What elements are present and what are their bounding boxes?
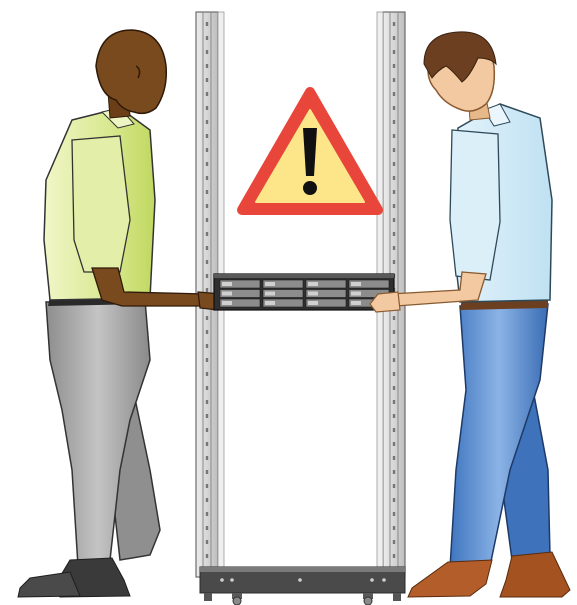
rack-hole	[393, 484, 395, 488]
rack-hole	[393, 134, 395, 138]
rack-hole	[206, 316, 208, 320]
rack-hole	[206, 246, 208, 250]
rack-hole	[393, 498, 395, 502]
rack-hole	[206, 470, 208, 474]
rack-hole	[393, 176, 395, 180]
drive-bay-handle	[351, 282, 361, 286]
warning-symbol-text: !	[0, 0, 1, 1]
rack-caster-right	[363, 593, 373, 605]
rack-hole	[206, 540, 208, 544]
rack-hole	[393, 512, 395, 516]
rack-hole	[206, 134, 208, 138]
rack-hole	[206, 344, 208, 348]
rack-hole	[393, 358, 395, 362]
rack-hole	[206, 274, 208, 278]
drive-bay-handle	[351, 301, 361, 305]
drive-bay-handle	[308, 301, 318, 305]
rack-hole	[393, 36, 395, 40]
rack-hole	[393, 554, 395, 558]
rack-hole	[206, 148, 208, 152]
rack-hole	[393, 106, 395, 110]
rack-hole	[206, 106, 208, 110]
rack-hole	[206, 428, 208, 432]
left-person-head	[96, 30, 166, 113]
rack-hole	[206, 120, 208, 124]
rack-hole	[393, 50, 395, 54]
rack-hole	[206, 50, 208, 54]
rack-hole	[206, 512, 208, 516]
rack-hole	[393, 64, 395, 68]
rack-hole	[393, 316, 395, 320]
drive-bay-handle	[265, 292, 275, 296]
rack-hole	[393, 218, 395, 222]
rack-hole	[206, 442, 208, 446]
rack-hole	[206, 78, 208, 82]
rack-hole	[393, 526, 395, 530]
rack-hole	[393, 456, 395, 460]
rack-hole	[393, 442, 395, 446]
rack-hole	[393, 372, 395, 376]
drive-bay-handle	[222, 301, 232, 305]
rack-hole	[393, 190, 395, 194]
rack-hole	[206, 456, 208, 460]
rack-hole	[206, 372, 208, 376]
server-chassis	[214, 274, 394, 310]
rack-hole	[393, 162, 395, 166]
rack-hole	[206, 176, 208, 180]
rack-hole	[206, 484, 208, 488]
rack-hole	[206, 232, 208, 236]
rack-hole	[393, 260, 395, 264]
rack-hole	[393, 428, 395, 432]
rack-hole	[393, 400, 395, 404]
right-person-shoe-back	[500, 552, 570, 597]
rack-hole	[206, 498, 208, 502]
rack-hole	[206, 386, 208, 390]
rack-hole	[206, 218, 208, 222]
rack-hole	[206, 526, 208, 530]
rack-hole	[206, 22, 208, 26]
rack-hole	[393, 204, 395, 208]
drive-bay-handle	[308, 282, 318, 286]
rack-hole	[393, 386, 395, 390]
rack-hole	[206, 288, 208, 292]
rack-hole	[393, 22, 395, 26]
rack-hole	[393, 344, 395, 348]
rack-hole	[206, 358, 208, 362]
rack-hole	[206, 414, 208, 418]
exclamation-dot	[303, 181, 317, 195]
left-person-shoe-back	[18, 572, 80, 597]
rack-hole	[206, 260, 208, 264]
rack-hole	[206, 64, 208, 68]
rack-hole	[393, 246, 395, 250]
rack-hole	[206, 92, 208, 96]
rack-hole	[206, 204, 208, 208]
rack-hole	[393, 470, 395, 474]
rack-hole	[393, 232, 395, 236]
rack-hole	[206, 400, 208, 404]
rack-caster-left	[232, 593, 242, 605]
rack-hole	[393, 330, 395, 334]
rack-hole	[206, 554, 208, 558]
drive-bay-handle	[265, 282, 275, 286]
rack-hole	[206, 330, 208, 334]
drive-bay-handle	[222, 282, 232, 286]
rack-hole	[393, 540, 395, 544]
rack-hole	[206, 190, 208, 194]
drive-bay-handle	[265, 301, 275, 305]
drive-bay-handle	[222, 292, 232, 296]
right-person-shoe-front	[408, 560, 492, 597]
rack-hole	[393, 414, 395, 418]
rack-hole	[393, 78, 395, 82]
rack-hole	[393, 120, 395, 124]
rack-hole	[206, 36, 208, 40]
rack-hole	[206, 162, 208, 166]
drive-bay-handle	[351, 292, 361, 296]
rack-hole	[393, 92, 395, 96]
rack-hole	[393, 148, 395, 152]
drive-bay-handle	[308, 292, 318, 296]
